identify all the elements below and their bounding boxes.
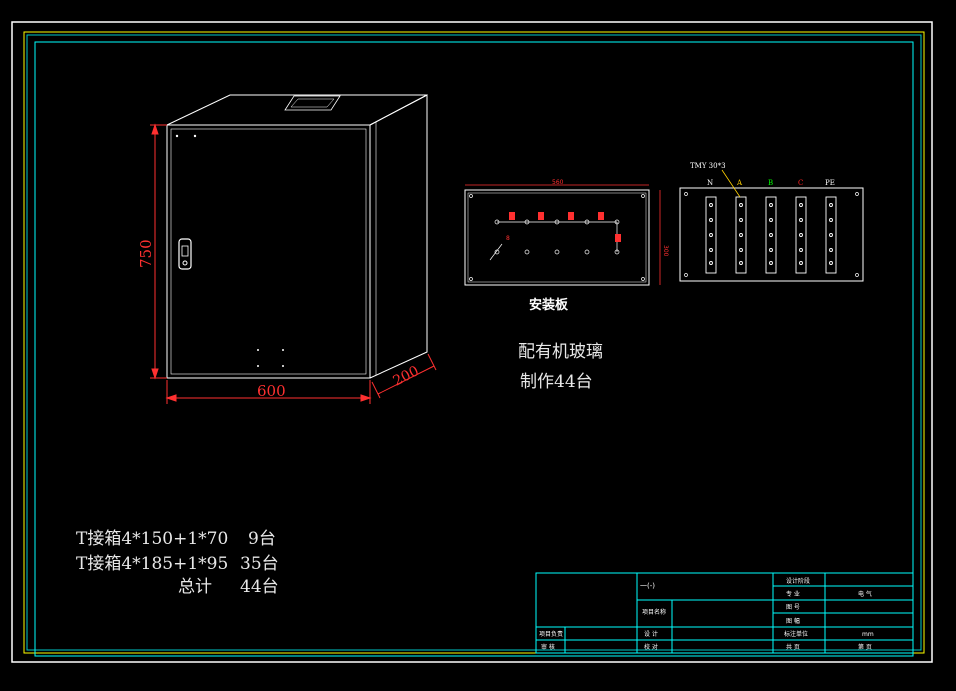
- outer-border: [23, 31, 925, 654]
- busbar-spec: TMY 30*3: [690, 162, 726, 170]
- cabinet-drawing: [166, 94, 428, 379]
- plate-label: 安装板: [529, 297, 569, 313]
- tb-major-value: 电 气: [858, 590, 872, 598]
- busbar-b: [765, 196, 777, 274]
- plate-dimensions: [465, 184, 661, 285]
- tb-major-label: 专 业: [786, 590, 800, 598]
- outer-border-2: [26, 34, 922, 651]
- plate-top-dim: 560: [552, 179, 564, 186]
- tb-sheet-no: 第 页: [858, 643, 872, 651]
- glass-note-line2: 制作44台: [520, 372, 593, 392]
- top-vent: [284, 95, 341, 111]
- door-handle-icon: [178, 238, 192, 270]
- cabinet-front: [166, 124, 371, 379]
- summary-row-1-qty: 9台: [248, 529, 276, 549]
- cabinet-depth-dim: 200: [391, 363, 422, 389]
- summary-row-2-name: T接箱4*185+1*95: [76, 554, 229, 574]
- tb-drawing-name: 一(-): [640, 582, 655, 590]
- title-block: [535, 572, 914, 654]
- cabinet-side: [369, 94, 428, 379]
- mounting-plate: [464, 189, 650, 286]
- busbar-c: [795, 196, 807, 274]
- tb-project-lead: 项目负责: [539, 630, 563, 638]
- busbar-a: [735, 196, 747, 274]
- tb-total-sheets: 共 页: [786, 643, 800, 651]
- busbar-pe: [825, 196, 837, 274]
- phase-label-n: N: [707, 179, 713, 187]
- tb-project-name: 项目名称: [642, 608, 666, 616]
- sheet-frame: [11, 21, 933, 663]
- tb-standard-value: mm: [862, 631, 874, 638]
- tb-standard-label: 标注单位: [784, 630, 808, 638]
- glass-note-line1: 配有机玻璃: [518, 342, 603, 362]
- summary-row-3-qty: 44台: [240, 577, 279, 597]
- summary-row-1-name: T接箱4*150+1*70: [76, 529, 229, 549]
- cabinet-width-dim: 600: [257, 382, 286, 400]
- tb-review: 审 核: [541, 643, 555, 651]
- phase-label-pe: PE: [825, 179, 835, 187]
- phase-label-a: A: [736, 179, 743, 187]
- inner-frame: [34, 41, 914, 657]
- phase-label-c: C: [798, 179, 803, 187]
- busbar-panel: [679, 169, 864, 282]
- phase-label-b: B: [768, 179, 773, 187]
- cabinet-dimensions: [150, 123, 437, 404]
- plate-hole-dim: 8: [506, 235, 510, 242]
- summary-row-3-name: 总计: [178, 577, 212, 597]
- summary-row-2-qty: 35台: [240, 554, 279, 574]
- tb-scale: 图 幅: [786, 617, 800, 625]
- plate-side-dim: 300: [662, 245, 669, 257]
- tb-check: 校 对: [644, 643, 658, 651]
- busbar-n: [705, 196, 717, 274]
- tb-design: 设 计: [644, 630, 658, 638]
- tb-drawing-no: 图 号: [786, 604, 800, 611]
- cabinet-height-dim: 750: [137, 239, 155, 268]
- tb-design-stage: 设计阶段: [786, 577, 810, 585]
